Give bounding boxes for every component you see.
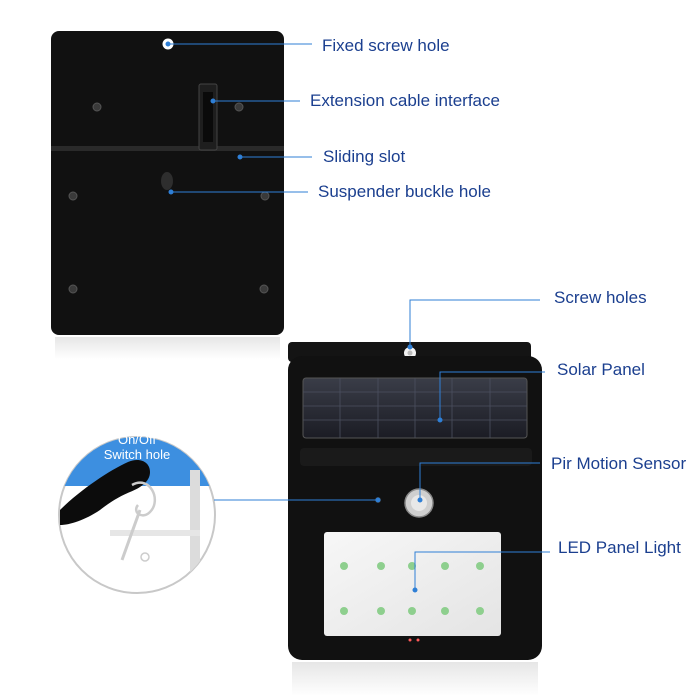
label-led-panel-light: LED Panel Light bbox=[558, 538, 681, 557]
led-panel bbox=[324, 532, 501, 636]
sliding-slot-seam bbox=[51, 146, 284, 151]
front-device bbox=[288, 342, 542, 696]
leader-lines bbox=[165, 41, 550, 593]
label-pir-motion-sensor: Pir Motion Sensor bbox=[551, 454, 687, 473]
label-sliding-slot: Sliding slot bbox=[323, 147, 406, 166]
label-screw-holes: Screw holes bbox=[554, 288, 647, 307]
switch-callout-line1: On/Off bbox=[117, 432, 157, 447]
label-fixed-screw-hole: Fixed screw hole bbox=[322, 36, 450, 55]
switch-callout-line2: Switch hole bbox=[103, 447, 171, 462]
suspender-buckle-hole bbox=[161, 172, 173, 190]
led-dots bbox=[340, 562, 484, 615]
switch-callout-title: On/Off Switch hole bbox=[87, 432, 187, 462]
hand-silhouette bbox=[60, 460, 150, 525]
label-extension-cable-interface: Extension cable interface bbox=[310, 91, 500, 110]
label-suspender-buckle-hole: Suspender buckle hole bbox=[318, 182, 491, 201]
label-solar-panel: Solar Panel bbox=[557, 360, 645, 379]
back-plate bbox=[51, 31, 284, 359]
back-plate-screws bbox=[68, 102, 270, 294]
